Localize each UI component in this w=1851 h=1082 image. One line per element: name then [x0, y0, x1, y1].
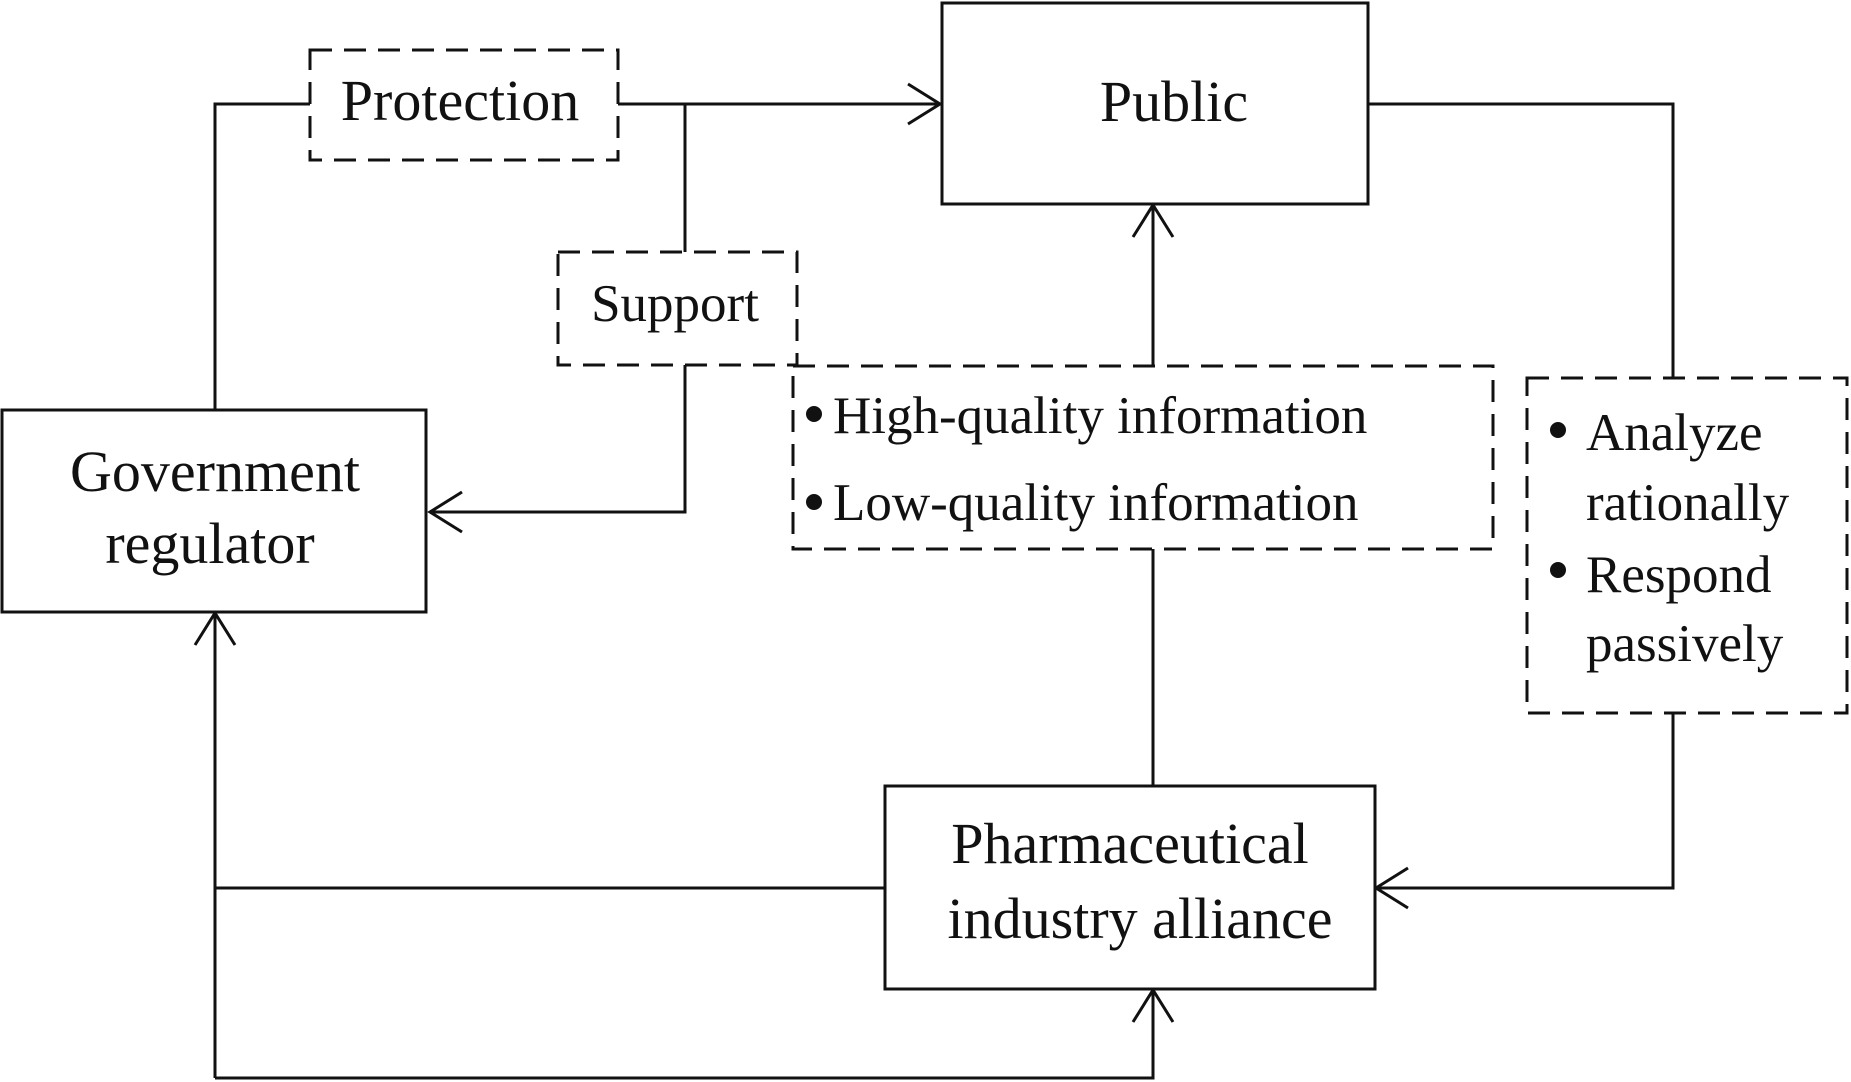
response-item-analyze-line1: Analyze — [1586, 404, 1763, 462]
node-government-regulator: Government regulator — [0, 408, 428, 614]
support-to-gov-line — [430, 365, 687, 514]
bullet-high-quality — [806, 406, 822, 422]
pharma-label-line1: Pharmaceutical — [951, 811, 1309, 876]
edge-label-support: Support — [556, 250, 799, 367]
bullet-analyze — [1550, 422, 1566, 438]
arrowhead-into-public-left — [907, 82, 943, 126]
response-item-analyze-line2: rationally — [1586, 474, 1790, 532]
info-item-high-quality: High-quality information — [833, 387, 1367, 445]
support-label: Support — [591, 275, 759, 333]
connectors — [193, 82, 1675, 1080]
gov-to-pharma-bottom-line — [215, 990, 1155, 1080]
info-item-low-quality: Low-quality information — [833, 474, 1358, 532]
pharma-label-line2: industry alliance — [948, 886, 1333, 951]
bullet-low-quality — [806, 494, 822, 510]
gov-to-protection-line — [213, 102, 310, 410]
public-to-response-line — [1368, 102, 1675, 378]
bullet-respond — [1550, 562, 1566, 578]
protection-label: Protection — [341, 68, 579, 133]
node-pharmaceutical-alliance: Pharmaceutical industry alliance — [883, 784, 1377, 991]
response-to-pharma-line — [1376, 713, 1675, 890]
info-quality-box: High-quality information Low-quality inf… — [791, 364, 1495, 551]
response-item-respond-line2: passively — [1586, 615, 1784, 673]
government-label-line1: Government — [70, 439, 360, 504]
edge-label-protection: Protection — [308, 48, 620, 162]
node-public: Public — [940, 1, 1370, 206]
response-item-respond-line1: Respond — [1586, 546, 1772, 604]
government-label-line2: regulator — [105, 511, 314, 576]
arrowhead-into-gov-right — [427, 490, 463, 534]
public-label: Public — [1100, 69, 1248, 134]
public-response-box: Analyze rationally Respond passively — [1525, 376, 1849, 715]
